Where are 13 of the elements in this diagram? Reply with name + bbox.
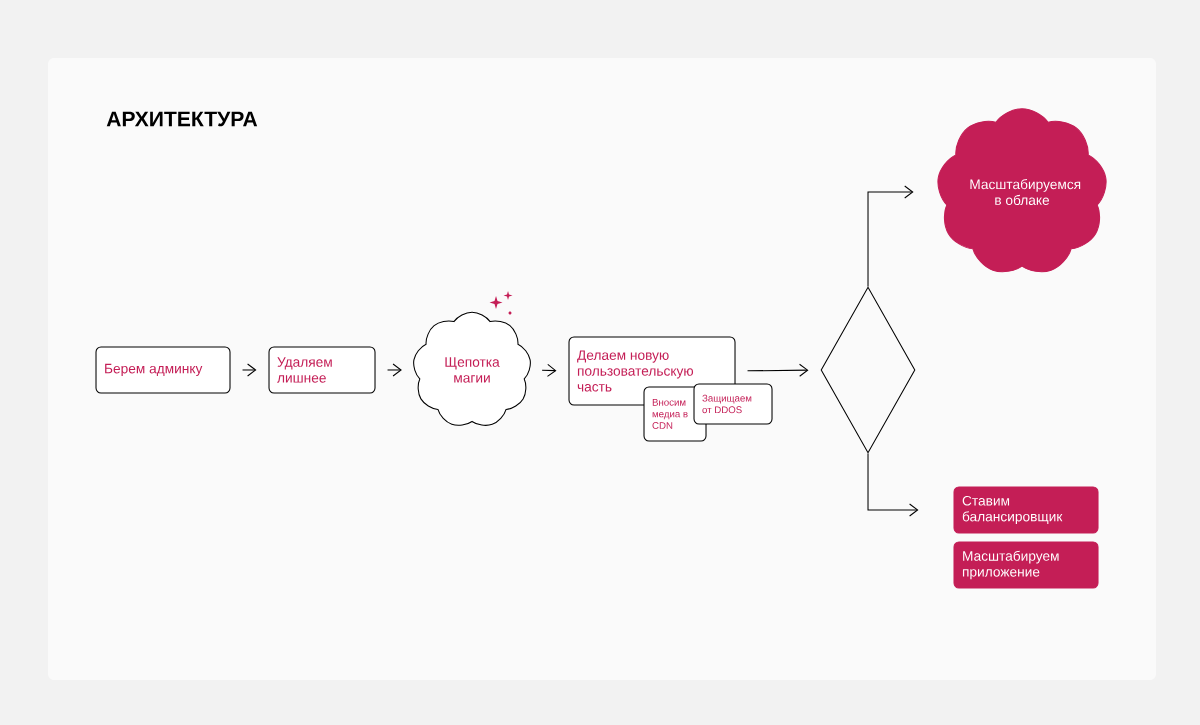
arrow — [387, 363, 402, 377]
arrow — [242, 363, 257, 377]
arrow — [541, 363, 557, 377]
arrow — [747, 363, 809, 377]
process-box: Защищаем от DDOS — [693, 383, 773, 425]
process-box: Берем админку — [95, 346, 231, 394]
title: АРХИТЕКТУРА — [106, 111, 258, 127]
arrow — [867, 185, 914, 287]
process-box: Удаляем лишнее — [268, 346, 376, 394]
decision-diamond — [820, 286, 916, 454]
process-box: Масштабируем приложение — [953, 541, 1099, 589]
process-box: Ставим балансировщик — [953, 486, 1099, 534]
arrow — [867, 453, 919, 517]
